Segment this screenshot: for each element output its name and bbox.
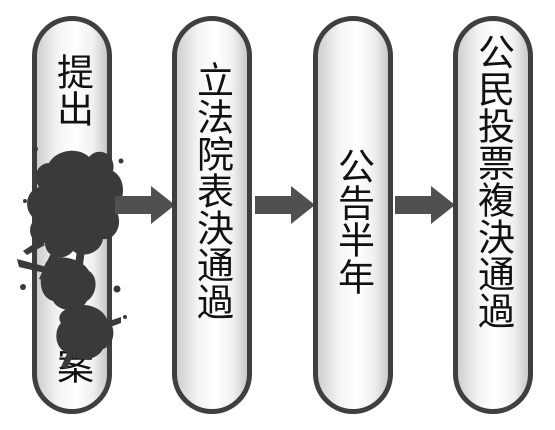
step-propose: 提出 案 (17, 16, 127, 414)
step-referendum: 公民投票複決通過 (453, 16, 533, 414)
arrow-right-icon (255, 186, 315, 224)
step-legislature-vote-label: 立法院表決通過 (190, 61, 234, 320)
step-legislature-vote: 立法院表決通過 (172, 16, 252, 414)
arrow-right-icon (395, 186, 455, 224)
ink-blot-graphic (17, 146, 127, 369)
step-propose-label-top: 提出 (50, 53, 94, 127)
step-referendum-label: 公民投票複決通過 (471, 33, 515, 329)
arrow-right-icon (115, 186, 175, 224)
step-announce-label: 公告半年 (331, 147, 375, 295)
step-announce: 公告半年 (313, 16, 393, 414)
